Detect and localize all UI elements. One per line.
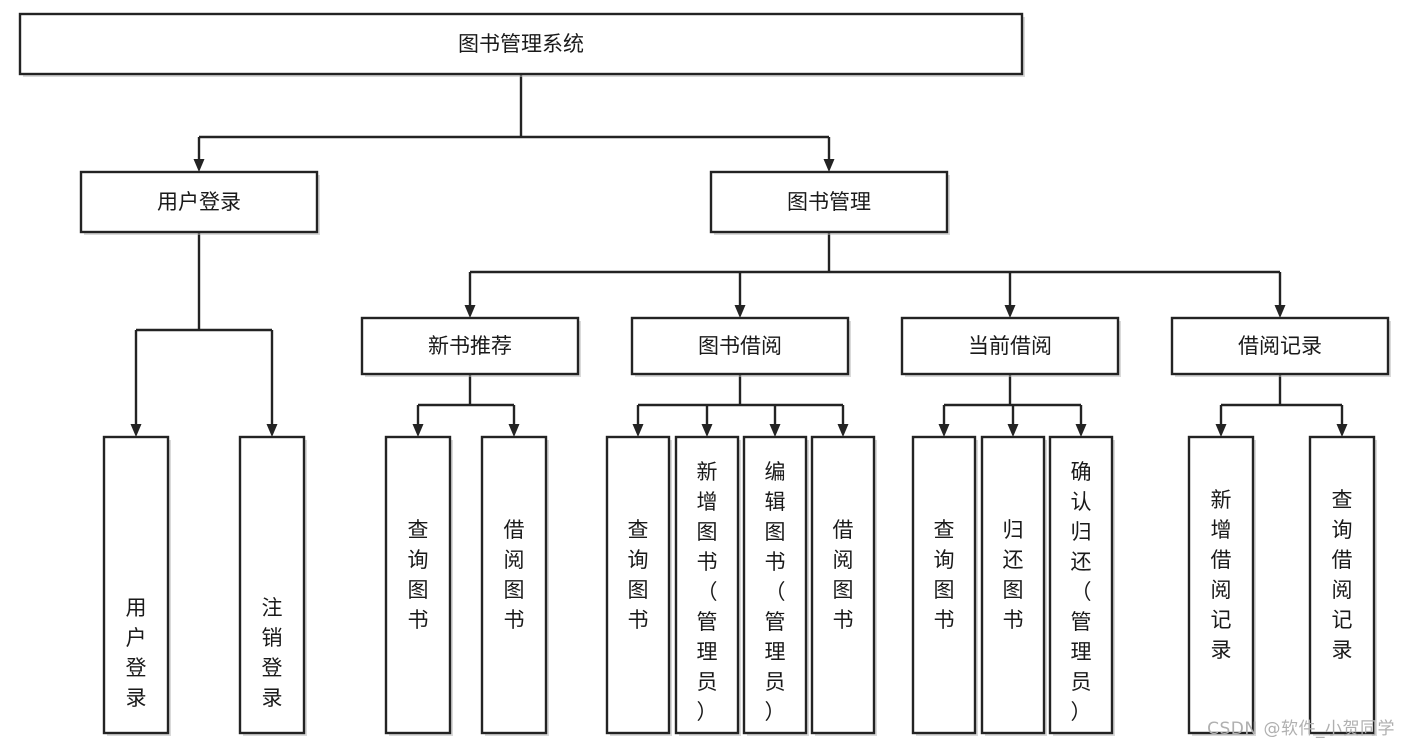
node-leaf_query_2[interactable]: 查询图书 [605, 435, 672, 736]
node-layer: 图书管理系统用户登录图书管理新书推荐图书借阅当前借阅借阅记录用户登录注销登录查询… [18, 12, 1391, 736]
arrow-head [1215, 424, 1227, 437]
arrow-head [734, 305, 746, 318]
node-label: 新增借阅记录 [1211, 488, 1232, 662]
arrow-head [823, 159, 835, 172]
node-current_borrow[interactable]: 当前借阅 [900, 316, 1121, 377]
arrow-head [193, 159, 205, 172]
edge-group-borrow_record [1215, 374, 1348, 437]
node-box [360, 316, 580, 376]
node-box [18, 12, 1024, 76]
node-label: 查询图书 [408, 518, 429, 632]
node-box [238, 435, 306, 735]
arrow-head [412, 424, 424, 437]
arrow-head [1075, 424, 1087, 437]
node-box [1170, 316, 1390, 376]
connector-layer [130, 74, 1348, 437]
node-label: 确认归还（管理员） [1071, 460, 1092, 724]
node-label: 图书借阅 [698, 334, 782, 358]
node-leaf_add_rec[interactable]: 新增借阅记录 [1187, 435, 1256, 736]
node-leaf_user_login[interactable]: 用户登录 [102, 435, 171, 736]
node-label: 归还图书 [1003, 518, 1024, 632]
node-box [605, 435, 671, 735]
node-label: 图书管理 [787, 190, 871, 214]
node-leaf_query_rec[interactable]: 查询借阅记录 [1308, 435, 1377, 736]
arrow-head [464, 305, 476, 318]
arrow-head [1004, 305, 1016, 318]
node-label: 查询借阅记录 [1332, 488, 1353, 662]
node-label: 当前借阅 [968, 334, 1052, 358]
edge-group-book_borrow [632, 374, 849, 437]
edge-group-current_borrow [938, 374, 1087, 437]
arrow-head [508, 424, 520, 437]
node-label: 编辑图书（管理员） [765, 460, 786, 724]
node-root[interactable]: 图书管理系统 [18, 12, 1025, 77]
node-leaf_borrow_2[interactable]: 借阅图书 [810, 435, 877, 736]
node-label: 新书推荐 [428, 334, 512, 358]
node-label: 用户登录 [157, 190, 241, 214]
node-box [1187, 435, 1255, 735]
node-leaf_edit_book[interactable]: 编辑图书（管理员） [742, 435, 809, 736]
node-label: 借阅图书 [504, 518, 525, 632]
edge-group-root [193, 74, 835, 172]
edge-group-book_mgmt [464, 232, 1286, 318]
node-box [709, 170, 949, 234]
node-box [980, 435, 1046, 735]
node-box [911, 435, 977, 735]
arrow-head [769, 424, 781, 437]
arrow-head [701, 424, 713, 437]
arrow-head [130, 424, 142, 437]
node-leaf_query_3[interactable]: 查询图书 [911, 435, 978, 736]
node-leaf_logout[interactable]: 注销登录 [238, 435, 307, 736]
arrow-head [1007, 424, 1019, 437]
node-leaf_return[interactable]: 归还图书 [980, 435, 1047, 736]
node-box [384, 435, 452, 735]
edge-group-new_book_rec [412, 374, 520, 437]
node-box [1308, 435, 1376, 735]
node-new_book_rec[interactable]: 新书推荐 [360, 316, 581, 377]
node-box [1048, 435, 1114, 735]
arrow-head [837, 424, 849, 437]
node-borrow_record[interactable]: 借阅记录 [1170, 316, 1391, 377]
arrow-head [938, 424, 950, 437]
node-label: 注销登录 [262, 596, 283, 710]
edge-group-user_login [130, 232, 278, 437]
node-leaf_add_book[interactable]: 新增图书（管理员） [674, 435, 741, 736]
node-leaf_query_1[interactable]: 查询图书 [384, 435, 453, 736]
arrow-head [632, 424, 644, 437]
arrow-head [1336, 424, 1348, 437]
node-leaf_confirm[interactable]: 确认归还（管理员） [1048, 435, 1115, 736]
node-box [102, 435, 170, 735]
node-label: 新增图书（管理员） [697, 460, 718, 724]
node-book_mgmt[interactable]: 图书管理 [709, 170, 950, 235]
node-label: 查询图书 [628, 518, 649, 632]
node-box [674, 435, 740, 735]
node-box [742, 435, 808, 735]
node-label: 图书管理系统 [458, 32, 584, 56]
node-box [810, 435, 876, 735]
node-box [900, 316, 1120, 376]
node-label: 用户登录 [126, 596, 147, 710]
arrow-head [1274, 305, 1286, 318]
node-box [79, 170, 319, 234]
node-book_borrow[interactable]: 图书借阅 [630, 316, 851, 377]
node-leaf_borrow_1[interactable]: 借阅图书 [480, 435, 549, 736]
node-label: 查询图书 [934, 518, 955, 632]
node-user_login[interactable]: 用户登录 [79, 170, 320, 235]
node-label: 借阅记录 [1238, 334, 1322, 358]
node-box [630, 316, 850, 376]
node-box [480, 435, 548, 735]
arrow-head [266, 424, 278, 437]
node-label: 借阅图书 [833, 518, 854, 632]
